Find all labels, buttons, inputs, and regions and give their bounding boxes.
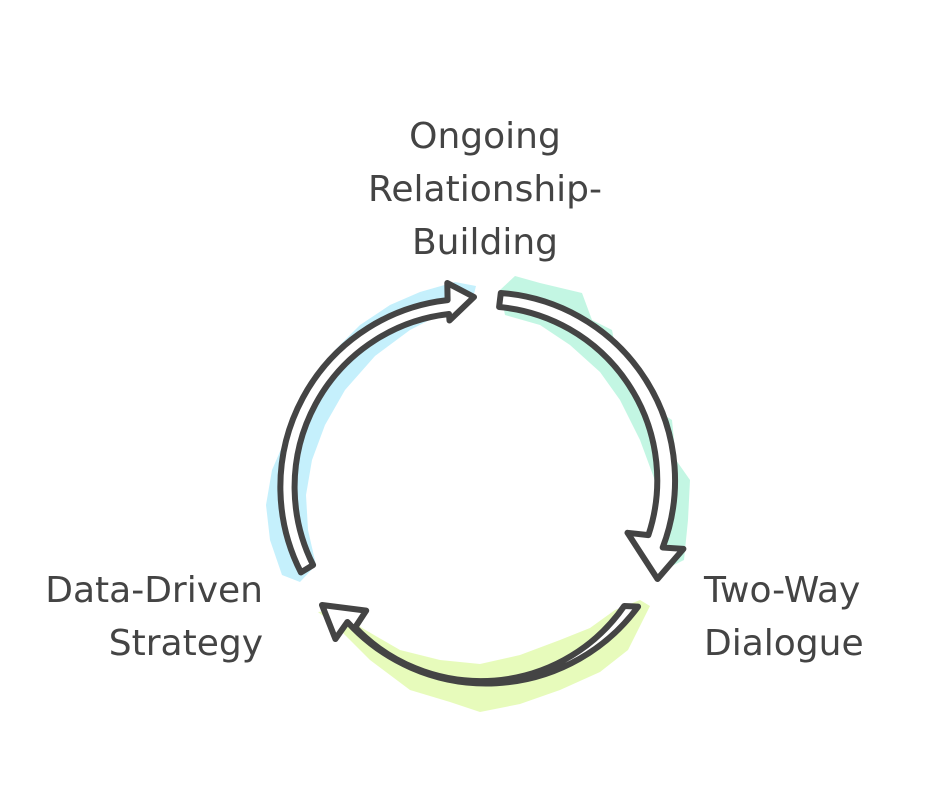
stage-label-line: Strategy [108,623,263,664]
stage-label-ongoing-relationship-building: Ongoing Relationship- Building [300,110,670,269]
stage-label-line: Dialogue [704,623,864,664]
arrow-top-to-right [496,290,687,582]
stage-label-line: Two-Way [704,570,861,611]
stage-label-two-way-dialogue: Two-Way Dialogue [704,564,864,670]
stage-label-data-driven-strategy: Data-Driven Strategy [0,564,263,670]
stage-label-line: Building [411,222,559,263]
stage-label-line: Relationship- [368,169,602,210]
stage-label-line: Ongoing [409,116,561,157]
arrow-right-to-left [319,602,642,687]
arrow-left-to-top [277,280,477,576]
stage-label-line: Data-Driven [45,570,263,611]
highlight-bottom [318,600,650,712]
